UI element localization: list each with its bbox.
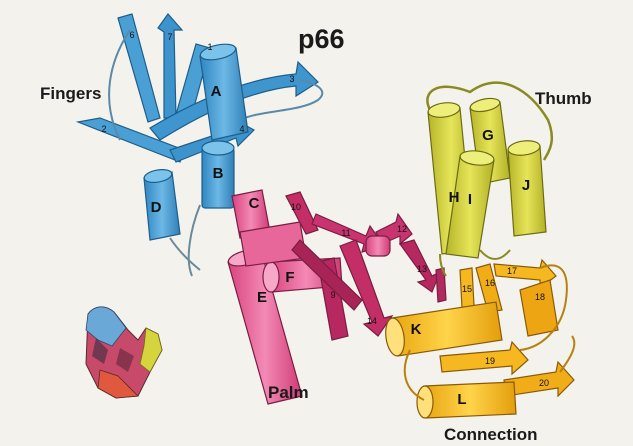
label-helix-K: K xyxy=(411,321,422,338)
label-strand-13: 13 xyxy=(417,264,427,274)
label-helix-D: D xyxy=(151,199,162,216)
label-strand-18: 18 xyxy=(535,292,545,302)
label-helix-J: J xyxy=(522,177,530,194)
label-strand-20: 20 xyxy=(539,378,549,388)
helix-D xyxy=(143,168,180,240)
label-strand-14: 14 xyxy=(367,316,377,326)
strand-7 xyxy=(158,14,182,118)
molecule-surface-thumbnail xyxy=(86,307,162,398)
label-helix-A: A xyxy=(211,83,222,100)
label-helix-C: C xyxy=(249,195,260,212)
label-palm: Palm xyxy=(268,383,309,403)
label-strand-1: 1 xyxy=(207,42,212,52)
label-fingers: Fingers xyxy=(40,84,101,104)
label-strand-17: 17 xyxy=(507,266,517,276)
label-strand-12: 12 xyxy=(397,224,407,234)
label-strand-19: 19 xyxy=(485,356,495,366)
label-helix-E: E xyxy=(257,289,267,306)
label-strand-11: 11 xyxy=(341,228,350,238)
label-strand-3: 3 xyxy=(289,74,294,84)
label-helix-I: I xyxy=(468,191,472,208)
label-strand-16: 16 xyxy=(485,278,495,288)
label-helix-H: H xyxy=(449,189,460,206)
thumb-domain xyxy=(427,83,552,276)
label-helix-F: F xyxy=(285,269,294,286)
strand-18 xyxy=(520,280,558,336)
label-strand-2: 2 xyxy=(101,124,106,134)
label-strand-15: 15 xyxy=(462,284,472,294)
connection-domain xyxy=(383,260,574,418)
label-strand-7: 7 xyxy=(167,32,172,42)
label-strand-4: 4 xyxy=(239,124,244,134)
helix-K xyxy=(383,302,502,357)
label-helix-B: B xyxy=(213,165,224,182)
label-strand-6: 6 xyxy=(129,30,134,40)
strand-6 xyxy=(118,14,160,122)
figure-title: p66 xyxy=(298,24,345,55)
label-helix-L: L xyxy=(457,391,466,408)
label-thumb: Thumb xyxy=(535,89,592,109)
label-connection: Connection xyxy=(444,425,538,445)
label-helix-G: G xyxy=(482,127,494,144)
label-strand-9: 9 xyxy=(330,290,335,300)
palm-small-helix xyxy=(366,236,390,256)
label-strand-10: 10 xyxy=(291,202,301,212)
